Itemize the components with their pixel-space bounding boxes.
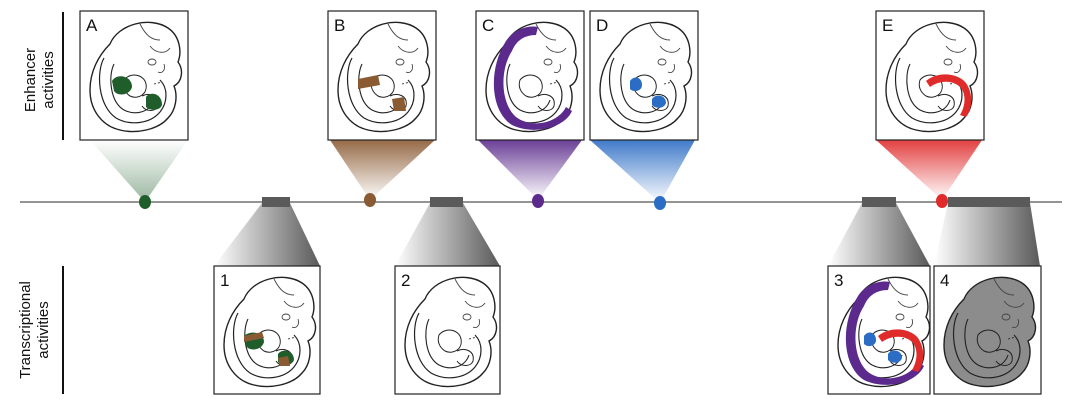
gene-block-2	[430, 197, 463, 207]
cone-e	[876, 140, 982, 200]
enhancer-dot-d	[654, 196, 666, 210]
enhancer-dot-a	[139, 195, 151, 209]
panel-1: 1	[214, 266, 320, 394]
panel-c-label: C	[482, 16, 494, 35]
cone-2	[395, 203, 500, 266]
enhancer-dot-b	[364, 193, 376, 207]
cone-c	[478, 140, 582, 200]
panel-4-label: 4	[940, 271, 949, 290]
panel-4: 4	[934, 266, 1041, 394]
cone-a	[90, 140, 188, 202]
cone-1	[214, 203, 320, 266]
panel-a-label: A	[86, 16, 98, 35]
panel-e: E	[876, 11, 984, 140]
panel-3-label: 3	[834, 271, 843, 290]
cone-3	[828, 203, 930, 266]
enhancer-dot-c	[532, 194, 544, 208]
panel-e-label: E	[882, 16, 893, 35]
panel-3: 3	[828, 266, 930, 394]
cone-b	[330, 140, 435, 200]
gene-block-3	[862, 197, 896, 207]
panel-a: A	[80, 11, 188, 140]
panel-d: D	[590, 11, 698, 140]
panel-c: C	[476, 11, 584, 140]
panel-2-label: 2	[401, 271, 410, 290]
panel-2: 2	[395, 266, 500, 394]
gene-block-1	[262, 197, 290, 207]
panel-b: B	[328, 11, 436, 140]
panel-1-label: 1	[220, 271, 229, 290]
gene-block-4	[948, 197, 1030, 207]
panel-d-label: D	[596, 16, 608, 35]
enhancer-dot-e	[936, 194, 948, 208]
cone-4	[934, 203, 1040, 266]
panel-d-expression	[630, 78, 642, 92]
cone-d	[590, 140, 695, 203]
panel-3-expression-blue	[864, 333, 876, 347]
panel-b-label: B	[334, 16, 345, 35]
